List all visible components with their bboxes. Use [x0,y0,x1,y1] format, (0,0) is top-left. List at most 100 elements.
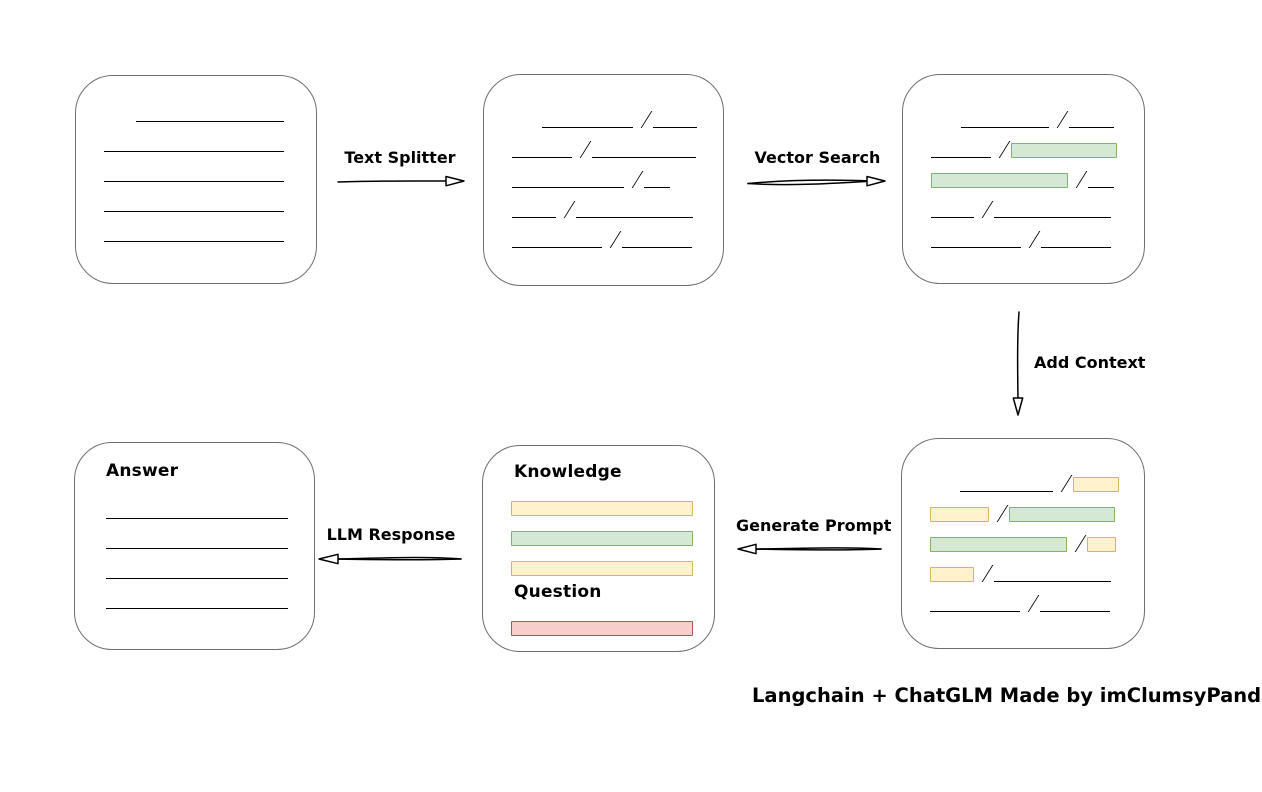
slash-separator [1046,111,1069,128]
text-line [592,157,696,158]
placeholder-row [930,582,1144,612]
placeholder-row [930,462,1144,492]
slash-separator [569,141,592,158]
diagram-caption: Langchain + ChatGLM Made by imClumsyPand… [752,684,1262,707]
placeholder-row [106,549,314,579]
text-line [136,121,284,122]
placeholder-row [106,579,314,609]
slash-separator [1018,231,1041,248]
green-highlight-box [511,531,693,546]
text-line [104,241,284,242]
yellow-highlight-box [930,507,989,522]
text-line [1041,247,1111,248]
placeholder-row [931,218,1144,248]
placeholder-row [104,182,316,212]
green-highlight-box [1011,143,1117,158]
split-text-node [483,74,724,286]
slash-separator [630,111,653,128]
answer-lines [106,489,314,609]
text-line [1088,187,1114,188]
green-highlight-box [930,537,1067,552]
text-line [512,187,624,188]
placeholder-row [930,552,1144,582]
slash-separator [553,201,576,218]
slash-separator [1017,595,1040,612]
text-line [931,217,974,218]
spacer [931,127,961,128]
generate-prompt-arrow [737,543,882,555]
llm-response-label: LLM Response [326,525,456,544]
placeholder-row [512,188,723,218]
text-line [512,157,572,158]
slash-separator [599,231,622,248]
red-highlight-box [511,621,693,636]
prompt-node: Knowledge Question [482,445,715,652]
text-line [542,127,633,128]
text-line [106,548,288,549]
placeholder-row [512,218,723,248]
placeholder-row [512,158,723,188]
text-line [512,247,602,248]
text-line [960,491,1053,492]
vector-search-label: Vector Search [754,148,881,167]
placeholder-row [104,122,316,152]
placeholder-row [931,128,1144,158]
placeholder-row [931,158,1144,188]
text-line [576,217,693,218]
split-text-lines [484,75,723,248]
text-line [1040,611,1110,612]
text-line [512,217,556,218]
text-line [994,581,1111,582]
text-line [104,151,284,152]
text-line [106,578,288,579]
text-line [106,518,288,519]
vector-result-lines [903,75,1144,248]
question-label: Question [514,582,602,602]
answer-node: Answer [74,442,315,650]
text-line [931,157,991,158]
document-lines [76,76,316,242]
vector-result-node [902,74,1145,284]
slash-separator [971,565,994,582]
add-context-arrow [1012,311,1024,416]
slash-separator [986,505,1009,522]
green-highlight-box [1009,507,1115,522]
placeholder-row [511,516,714,546]
placeholder-row [511,606,714,636]
placeholder-row [511,546,714,576]
placeholder-row [930,492,1144,522]
placeholder-row [104,152,316,182]
slash-separator [1050,475,1073,492]
question-bar [511,606,714,636]
placeholder-row [104,92,316,122]
text-line [930,611,1020,612]
yellow-highlight-box [930,567,974,582]
add-context-label: Add Context [1034,353,1146,372]
slash-separator [988,141,1011,158]
yellow-highlight-box [1073,477,1119,492]
text-line [931,247,1021,248]
placeholder-row [511,486,714,516]
knowledge-label: Knowledge [514,462,622,482]
text-line [653,127,697,128]
text-line [106,608,288,609]
text-line [104,181,284,182]
slash-separator [1065,171,1088,188]
slash-separator [971,201,994,218]
yellow-highlight-box [511,501,693,516]
context-result-lines [902,439,1144,612]
placeholder-row [930,522,1144,552]
placeholder-row [106,519,314,549]
placeholder-row [512,128,723,158]
text-line [104,211,284,212]
text-splitter-label: Text Splitter [344,148,456,167]
generate-prompt-label: Generate Prompt [736,516,892,535]
text-line [1069,127,1114,128]
placeholder-row [931,188,1144,218]
knowledge-bars [511,486,714,576]
text-line [961,127,1049,128]
document-node [75,75,317,284]
spacer [930,491,960,492]
placeholder-row [106,489,314,519]
